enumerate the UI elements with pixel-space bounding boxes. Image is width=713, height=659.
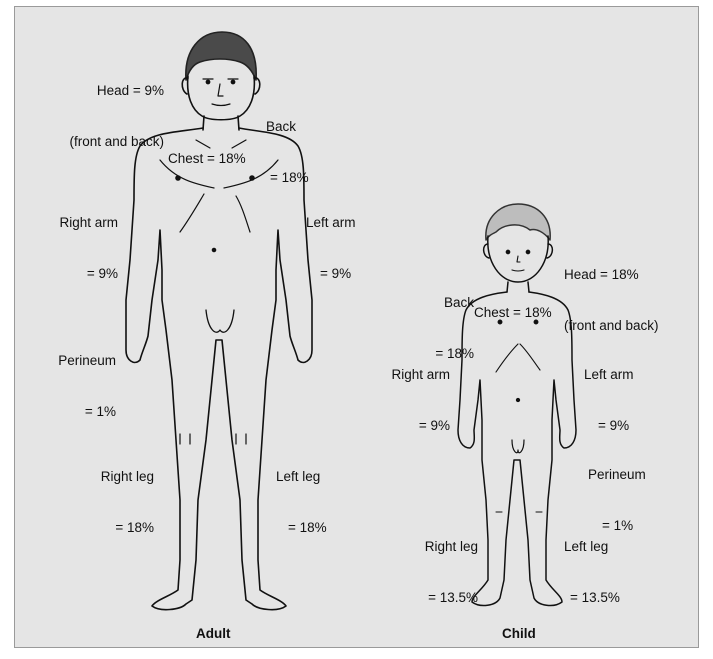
adult-back-label-line1: Back: [266, 118, 309, 135]
child-right-arm-label-line2: = 9%: [368, 417, 450, 434]
child-left-arm-label-line1: Left arm: [584, 366, 634, 383]
adult-back-label-line2: = 18%: [266, 169, 309, 186]
adult-right-leg-label-line2: = 18%: [72, 519, 154, 536]
child-hair: [486, 204, 550, 240]
child-perineum-label-line1: Perineum: [588, 466, 646, 483]
adult-left-leg-label-line2: = 18%: [276, 519, 327, 536]
adult-right-arm-label-line2: = 9%: [38, 265, 118, 282]
adult-right-leg-label: Right leg = 18%: [72, 434, 154, 553]
child-left-leg-label-line1: Left leg: [564, 538, 620, 555]
adult-hair: [186, 32, 256, 80]
child-left-leg-label-line2: = 13.5%: [564, 589, 620, 606]
adult-back-label: Back = 18%: [266, 84, 309, 203]
adult-head-label: Head = 9% (front and back): [40, 48, 164, 167]
adult-head-label-line1: Head = 9%: [40, 82, 164, 99]
child-chest-label: Chest = 18%: [474, 304, 552, 321]
adult-chest-label: Chest = 18%: [168, 150, 246, 167]
child-right-leg-label-line2: = 13.5%: [394, 589, 478, 606]
child-right-arm-label: Right arm = 9%: [368, 332, 450, 451]
adult-right-leg-label-line1: Right leg: [72, 468, 154, 485]
adult-left-arm-label-line1: Left arm: [306, 214, 356, 231]
child-right-leg-label-line1: Right leg: [394, 538, 478, 555]
adult-left-arm-label: Left arm = 9%: [306, 180, 356, 299]
child-right-arm-label-line1: Right arm: [368, 366, 450, 383]
adult-left-leg-label: Left leg = 18%: [276, 434, 327, 553]
adult-head-label-line2: (front and back): [40, 133, 164, 150]
child-head-label-line1: Head = 18%: [564, 266, 659, 283]
adult-right-arm-label: Right arm = 9%: [38, 180, 118, 299]
adult-left-arm-label-line2: = 9%: [306, 265, 356, 282]
adult-perineum-label-line1: Perineum: [36, 352, 116, 369]
child-back-label-line1: Back: [410, 294, 474, 311]
child-caption: Child: [502, 626, 536, 641]
adult-perineum-label: Perineum = 1%: [36, 318, 116, 437]
adult-caption: Adult: [196, 626, 231, 641]
adult-right-arm-label-line1: Right arm: [38, 214, 118, 231]
adult-head: [188, 76, 255, 120]
adult-left-leg-label-line1: Left leg: [276, 468, 327, 485]
child-left-leg-label: Left leg = 13.5%: [564, 504, 620, 623]
adult-perineum-label-line2: = 1%: [36, 403, 116, 420]
child-right-leg-label: Right leg = 13.5%: [394, 504, 478, 623]
